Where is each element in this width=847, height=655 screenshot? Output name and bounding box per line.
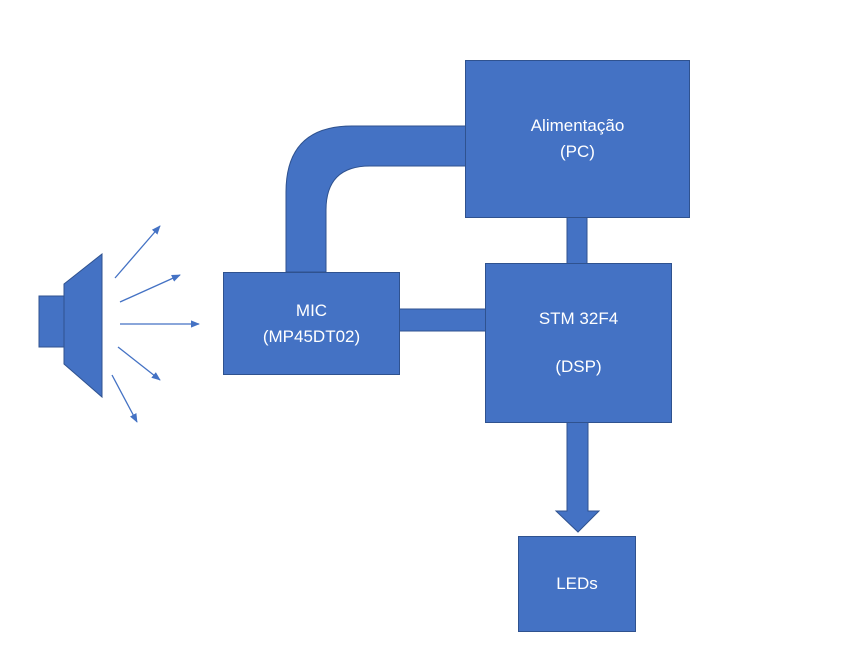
mic-block-subtitle: (MP45DT02) <box>262 326 361 346</box>
mic-block-title: MIC <box>295 300 328 320</box>
dsp-block: STM 32F4 (DSP) <box>485 263 672 423</box>
speaker-icon <box>38 252 103 399</box>
dsp-block-subtitle: (DSP) <box>555 357 602 376</box>
power-to-mic-connector <box>285 125 467 273</box>
speaker-magnet <box>38 295 65 348</box>
mic-to-dsp-connector <box>398 308 487 332</box>
dsp-block-title: STM 32F4 <box>538 309 619 328</box>
dsp-to-leds-arrow <box>554 421 601 533</box>
mic-block: MIC (MP45DT02) <box>223 272 400 375</box>
speaker-cone <box>63 252 103 399</box>
power-to-dsp-connector <box>566 216 588 265</box>
leds-block-title: LEDs <box>556 574 598 593</box>
power-block: Alimentação (PC) <box>465 60 690 218</box>
sound-wave-arrows <box>111 225 200 423</box>
sound-arrow-up <box>114 225 161 279</box>
sound-arrow-lower <box>117 346 161 381</box>
sound-arrow-upper <box>119 274 181 303</box>
power-block-title: Alimentação <box>530 116 625 135</box>
leds-block: LEDs <box>518 536 636 632</box>
power-block-subtitle: (PC) <box>560 142 595 161</box>
sound-arrow-down <box>111 374 138 423</box>
